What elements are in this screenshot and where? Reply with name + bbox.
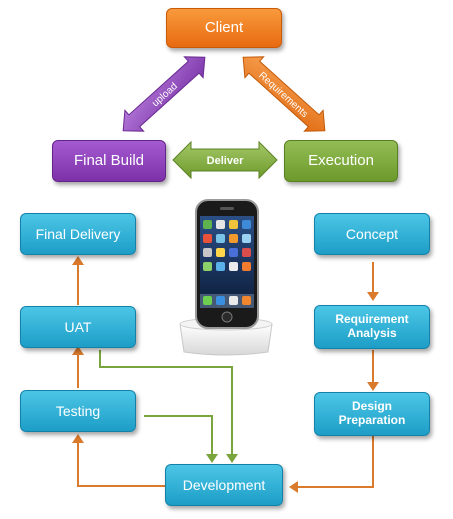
flow-development-to-testing	[77, 442, 165, 487]
concept-box: Concept	[314, 213, 430, 255]
uat-label: UAT	[64, 318, 92, 335]
deliver-arrow: Deliver	[172, 140, 278, 180]
arrowhead-up	[72, 434, 84, 443]
design-preparation-label: Design Preparation	[338, 399, 406, 427]
development-label: Development	[182, 476, 266, 493]
final-build-label: Final Build	[73, 152, 145, 170]
final-delivery-box: Final Delivery	[20, 213, 136, 255]
arrowhead-down	[367, 292, 379, 301]
requirements-label: Requirements	[256, 70, 310, 120]
requirement-analysis-box: Requirement Analysis	[314, 305, 430, 349]
testing-label: Testing	[55, 402, 101, 419]
phone-speaker	[220, 207, 234, 210]
concept-label: Concept	[345, 225, 399, 242]
feedback-uat-to-development	[99, 350, 233, 455]
requirement-analysis-label: Requirement Analysis	[335, 312, 409, 340]
feedback-testing-to-development	[144, 415, 213, 455]
dock-base	[179, 323, 273, 356]
design-preparation-box: Design Preparation	[314, 392, 430, 436]
client-box: Client	[166, 8, 282, 48]
testing-box: Testing	[20, 390, 136, 432]
arrowhead-up	[72, 346, 84, 355]
arrowhead-left	[289, 481, 298, 493]
final-delivery-label: Final Delivery	[35, 225, 121, 242]
app-icons-grid	[200, 220, 254, 308]
final-build-box: Final Build	[52, 140, 166, 182]
smartphone-dock-illustration	[179, 199, 273, 356]
uat-box: UAT	[20, 306, 136, 348]
feedback-arrowheads	[206, 454, 238, 463]
arrowhead-down	[226, 454, 238, 463]
process-flow-arrowheads	[72, 256, 379, 493]
deliver-label: Deliver	[207, 155, 244, 167]
arrowhead-down	[367, 382, 379, 391]
execution-box: Execution	[284, 140, 398, 182]
arrowhead-down	[206, 454, 218, 463]
execution-label: Execution	[308, 152, 374, 170]
requirements-arrow: Requirements	[242, 56, 326, 132]
process-flow-arrows	[77, 262, 374, 488]
home-button-icon	[221, 311, 233, 323]
arrowhead-up	[72, 256, 84, 265]
client-label: Client	[204, 19, 244, 37]
feedback-arrows	[99, 350, 233, 455]
development-box: Development	[165, 464, 283, 506]
flow-design-to-development	[297, 436, 374, 488]
upload-arrow: upload	[122, 56, 206, 132]
